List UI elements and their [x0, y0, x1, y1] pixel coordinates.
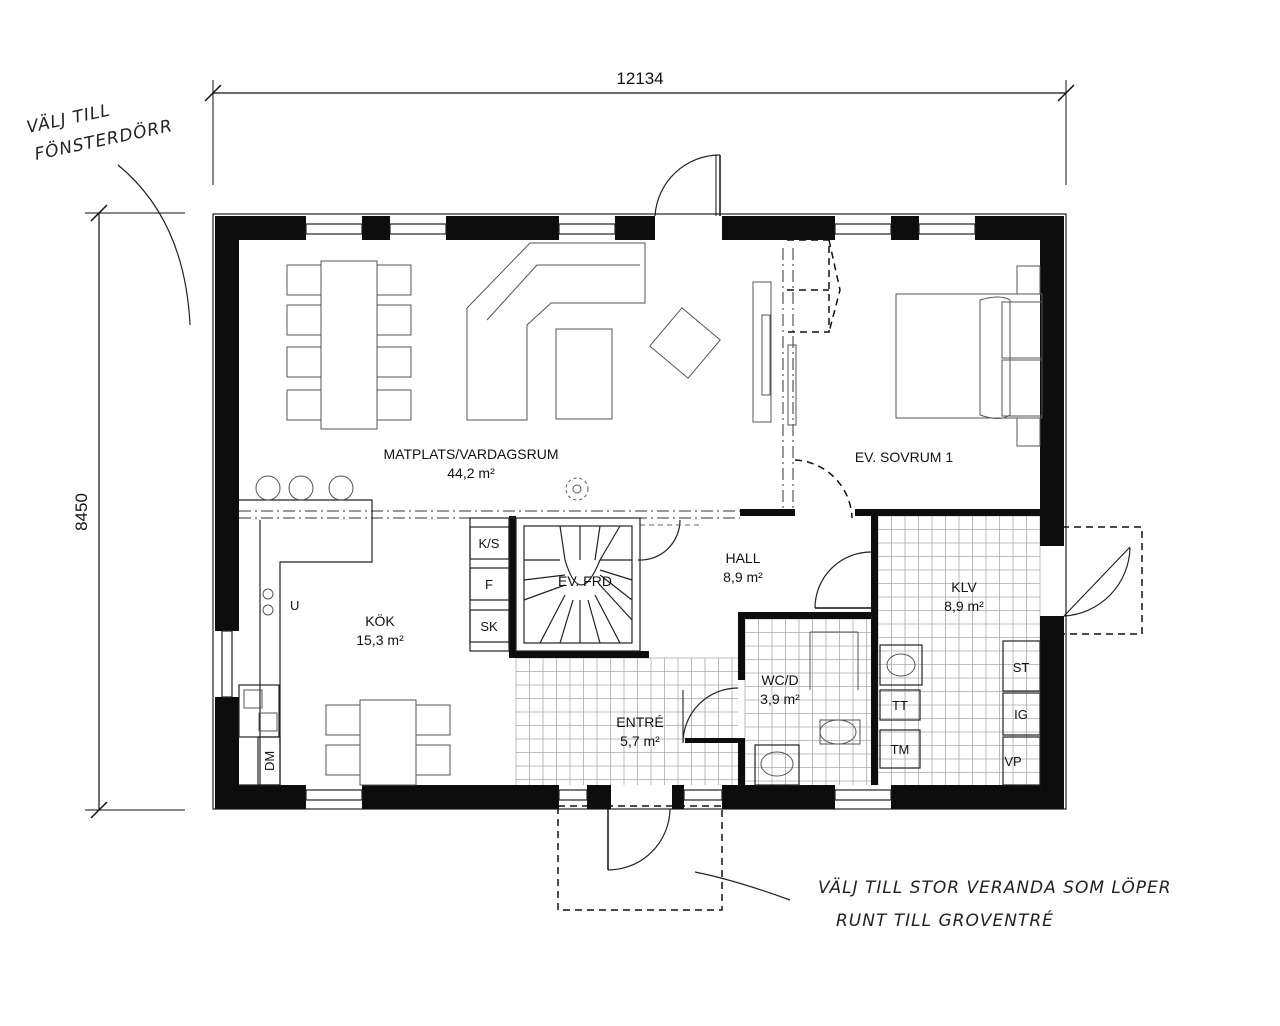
exterior-walls	[215, 216, 1064, 809]
room-labels: MATPLATS/VARDAGSRUM 44,2 m² EV. SOVRUM 1…	[356, 446, 984, 749]
entre-tile-grid	[515, 657, 738, 785]
u-label: U	[290, 598, 299, 613]
room-name-klv: KLV	[951, 579, 977, 595]
height-dimension-label: 8450	[72, 493, 91, 531]
room-name-living: MATPLATS/VARDAGSRUM	[383, 446, 558, 462]
room-name-frd: EV. FRD	[558, 573, 612, 589]
tm-label: TM	[891, 742, 910, 757]
ks-label: K/S	[479, 536, 500, 551]
interior-walls	[509, 509, 1043, 785]
room-name-hall: HALL	[725, 550, 760, 566]
note-window-door: VÄLJ TILL FÖNSTERDÖRR	[25, 100, 191, 326]
kitchen-tall-cabinets: K/S F SK	[469, 517, 510, 652]
bed	[895, 265, 1043, 447]
f-label: F	[485, 577, 493, 592]
width-dimension: 12134	[204, 69, 1075, 185]
kitchen-counter: U DM	[238, 475, 373, 786]
smoke-detector-icon	[565, 477, 589, 501]
ig-label: IG	[1014, 707, 1028, 722]
sk-label: SK	[480, 619, 498, 634]
room-area-entre: 5,7 m²	[620, 733, 660, 749]
room-name-wc: WC/D	[761, 672, 798, 688]
doors	[607, 154, 1131, 871]
tt-label: TT	[892, 698, 908, 713]
room-name-entre: ENTRÉ	[616, 714, 663, 730]
outer-outline	[212, 213, 1067, 810]
klv-fixtures: TT TM ST IG VP	[879, 640, 1041, 786]
height-dimension: 8450	[72, 204, 185, 819]
note-veranda-line1: VÄLJ TILL STOR VERANDA SOM LÖPER	[818, 876, 1172, 898]
tv-unit	[752, 281, 797, 426]
room-area-hall: 8,9 m²	[723, 569, 763, 585]
note-veranda-line2: RUNT TILL GROVENTRÉ	[836, 909, 1054, 931]
dining-table	[286, 260, 412, 430]
room-area-klv: 8,9 m²	[944, 598, 984, 614]
vp-label: VP	[1004, 754, 1021, 769]
st-label: ST	[1013, 660, 1030, 675]
room-area-wc: 3,9 m²	[760, 691, 800, 707]
room-area-kitchen: 15,3 m²	[356, 632, 404, 648]
room-name-bedroom: EV. SOVRUM 1	[855, 449, 954, 465]
room-name-kitchen: KÖK	[365, 612, 395, 629]
room-area-living: 44,2 m²	[447, 465, 495, 481]
dm-label: DM	[262, 751, 277, 771]
optional-elements	[557, 239, 1143, 911]
staircase	[515, 517, 641, 652]
width-dimension-label: 12134	[616, 69, 663, 88]
note-veranda: VÄLJ TILL STOR VERANDA SOM LÖPER RUNT TI…	[694, 871, 1172, 931]
wc-fixtures	[754, 631, 861, 786]
kitchen-table	[325, 699, 451, 786]
sofa-group	[466, 242, 721, 421]
